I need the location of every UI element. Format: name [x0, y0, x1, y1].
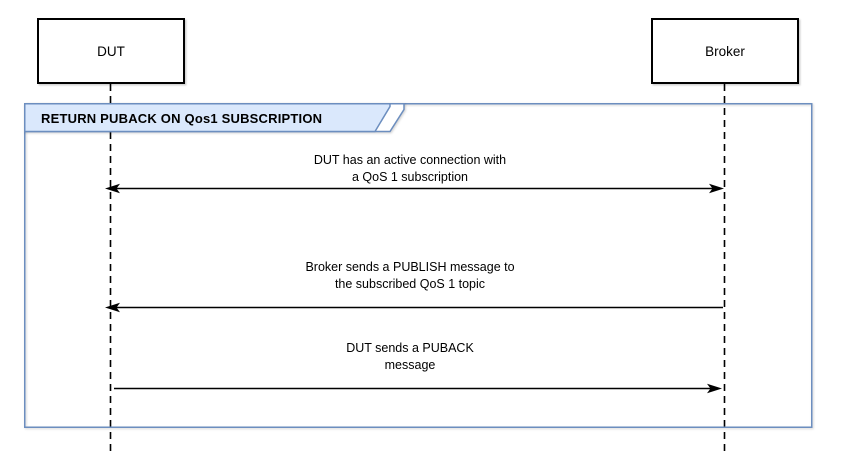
message-2-arrowhead-left — [105, 302, 120, 313]
fragment-frame — [24, 103, 813, 428]
actor-label-broker: Broker — [705, 43, 745, 59]
message-2-line1: Broker sends a PUBLISH message to — [305, 260, 515, 274]
fragment-tab — [24, 103, 391, 133]
actor-box-dut: DUT — [37, 18, 185, 84]
message-3-label: DUT sends a PUBACK message — [190, 340, 630, 373]
message-1-arrowhead-right — [709, 183, 724, 194]
message-2-label: Broker sends a PUBLISH message to the su… — [190, 259, 630, 292]
message-1-line2: a QoS 1 subscription — [351, 169, 469, 184]
message-3-line2: message — [384, 357, 436, 372]
message-1-label: DUT has an active connection with a QoS … — [190, 152, 630, 185]
message-1-line1: DUT has an active connection with — [313, 153, 507, 167]
message-3-arrowhead-right — [707, 383, 722, 394]
message-2-line2: the subscribed QoS 1 topic — [334, 276, 486, 291]
actor-label-dut: DUT — [97, 43, 125, 59]
actor-box-broker: Broker — [651, 18, 799, 84]
message-1-arrowhead-left — [105, 183, 120, 194]
message-3-line1: DUT sends a PUBACK — [346, 341, 474, 355]
fragment-title: RETURN PUBACK ON Qos1 SUBSCRIPTION — [41, 110, 323, 126]
